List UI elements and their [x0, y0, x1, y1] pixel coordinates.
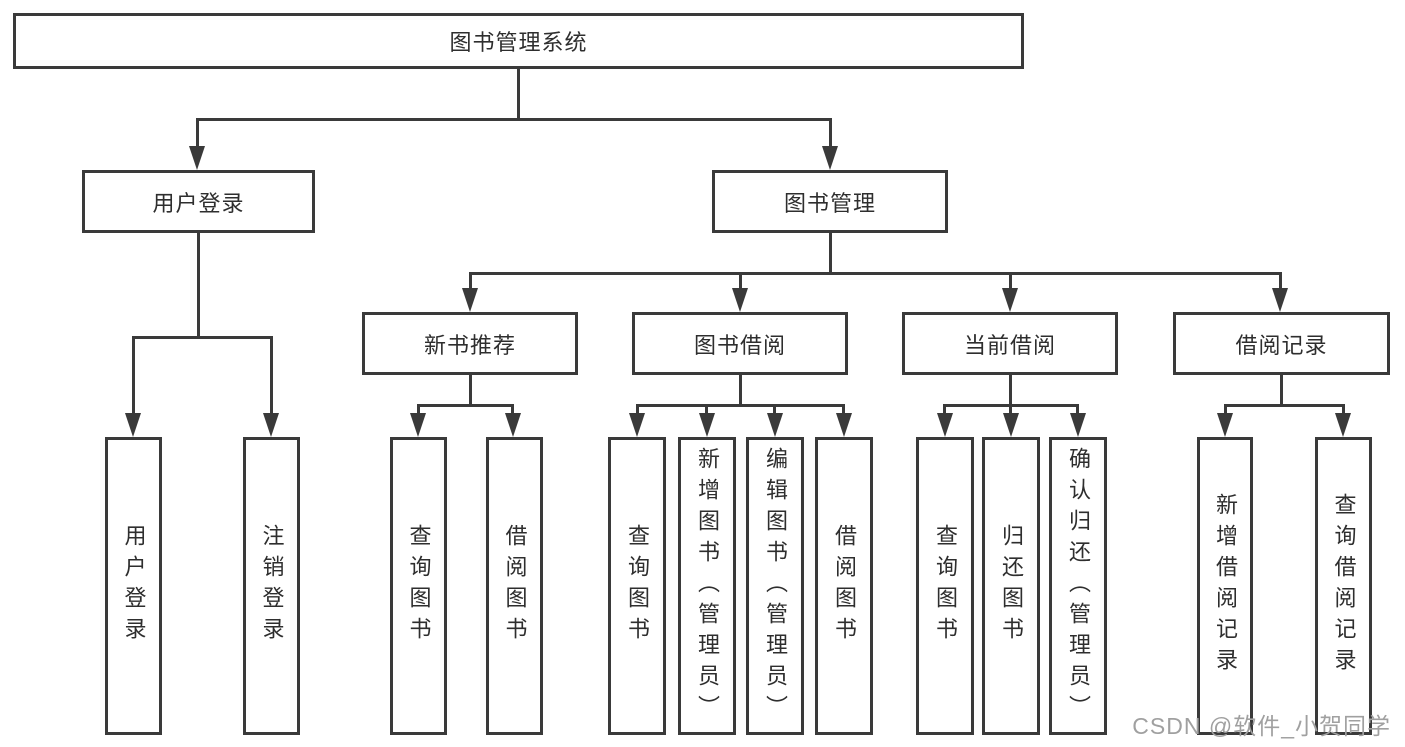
leaf-logout: 注销登录 [243, 437, 300, 735]
leaf-newbook-borrow: 借阅图书 [486, 437, 543, 735]
connector-drop [1224, 404, 1227, 416]
node-book-borrow: 图书借阅 [632, 312, 848, 375]
leaf-borrow-edit: 编辑图书（管理员） [746, 437, 804, 735]
leaf-current-query-label: 查询图书 [933, 524, 958, 648]
arrowhead-icon [505, 413, 521, 437]
arrowhead-icon [822, 146, 838, 170]
connector-drop [1009, 404, 1012, 416]
node-user-login: 用户登录 [82, 170, 315, 233]
arrowhead-icon [125, 413, 141, 437]
connector-records-branch [1224, 404, 1344, 407]
arrowhead-icon [1217, 413, 1233, 437]
node-root: 图书管理系统 [13, 13, 1024, 69]
connector-drop [773, 404, 776, 416]
connector-drop [943, 404, 946, 416]
connector-drop [469, 272, 472, 292]
leaf-newbook-query-label: 查询图书 [406, 524, 432, 648]
arrowhead-icon [629, 413, 645, 437]
leaf-records-query-label: 查询借阅记录 [1331, 493, 1357, 679]
leaf-current-confirm-label: 确认归还（管理员） [1066, 446, 1091, 726]
leaf-records-add-label: 新增借阅记录 [1213, 493, 1238, 679]
node-borrow-records-label: 借阅记录 [1235, 332, 1328, 358]
connector-userlogin-stem [197, 233, 200, 339]
leaf-borrow-add-label: 新增图书（管理员） [695, 446, 720, 726]
leaf-newbook-borrow-label: 借阅图书 [502, 524, 528, 648]
node-new-book-recommend-label: 新书推荐 [423, 332, 516, 358]
connector-root-branch [197, 118, 831, 121]
arrowhead-icon [767, 413, 783, 437]
leaf-current-query: 查询图书 [916, 437, 974, 735]
arrowhead-icon [1002, 288, 1018, 312]
connector-newbook-branch [417, 404, 514, 407]
watermark: CSDN @软件_小贺同学 [1132, 713, 1391, 739]
leaf-newbook-query: 查询图书 [390, 437, 447, 735]
arrowhead-icon [1070, 413, 1086, 437]
connector-drop-book [829, 118, 832, 150]
arrowhead-icon [699, 413, 715, 437]
leaf-user-login: 用户登录 [105, 437, 162, 735]
connector-newbook-stem [469, 375, 472, 407]
leaf-user-login-label: 用户登录 [121, 524, 147, 648]
leaf-current-return: 归还图书 [982, 437, 1040, 735]
connector-drop [1009, 272, 1012, 292]
connector-drop-user [196, 118, 199, 150]
arrowhead-icon [462, 288, 478, 312]
connector-drop [1279, 272, 1282, 292]
arrowhead-icon [1335, 413, 1351, 437]
leaf-borrow-query: 查询图书 [608, 437, 666, 735]
leaf-records-query: 查询借阅记录 [1315, 437, 1372, 735]
connector-records-stem [1280, 375, 1283, 407]
connector-root-stem [517, 69, 520, 118]
node-user-login-label: 用户登录 [152, 190, 245, 216]
leaf-current-confirm: 确认归还（管理员） [1049, 437, 1107, 735]
node-book-borrow-label: 图书借阅 [693, 332, 786, 358]
node-root-label: 图书管理系统 [449, 30, 588, 55]
arrowhead-icon [189, 146, 205, 170]
connector-bookborrow-branch [636, 404, 845, 407]
leaf-records-add: 新增借阅记录 [1197, 437, 1253, 735]
leaf-borrow-borrow-label: 借阅图书 [832, 524, 857, 648]
connector-drop [1342, 404, 1345, 416]
connector-drop [739, 272, 742, 292]
connector-drop [636, 404, 639, 416]
leaf-logout-label: 注销登录 [259, 524, 285, 648]
leaf-borrow-borrow: 借阅图书 [815, 437, 873, 735]
connector-drop [1076, 404, 1079, 416]
connector-drop [132, 336, 135, 416]
connector-bookmgmt-stem [829, 233, 832, 275]
leaf-borrow-add: 新增图书（管理员） [678, 437, 736, 735]
arrowhead-icon [1003, 413, 1019, 437]
connector-drop [417, 404, 420, 416]
connector-drop [705, 404, 708, 416]
connector-drop [842, 404, 845, 416]
leaf-current-return-label: 归还图书 [999, 524, 1024, 648]
arrowhead-icon [410, 413, 426, 437]
node-book-management-label: 图书管理 [783, 190, 876, 216]
arrowhead-icon [836, 413, 852, 437]
arrowhead-icon [263, 413, 279, 437]
node-current-borrow: 当前借阅 [902, 312, 1118, 375]
node-book-management: 图书管理 [712, 170, 948, 233]
node-borrow-records: 借阅记录 [1173, 312, 1390, 375]
node-new-book-recommend: 新书推荐 [362, 312, 578, 375]
connector-currentborrow-stem [1009, 375, 1012, 407]
connector-drop [511, 404, 514, 416]
leaf-borrow-query-label: 查询图书 [625, 524, 650, 648]
connector-bookborrow-stem [739, 375, 742, 407]
arrowhead-icon [937, 413, 953, 437]
arrowhead-icon [1272, 288, 1288, 312]
connector-drop [270, 336, 273, 416]
leaf-borrow-edit-label: 编辑图书（管理员） [763, 446, 788, 726]
connector-userlogin-branch [132, 336, 273, 339]
node-current-borrow-label: 当前借阅 [963, 332, 1056, 358]
connector-bookmgmt-branch [469, 272, 1282, 275]
arrowhead-icon [732, 288, 748, 312]
